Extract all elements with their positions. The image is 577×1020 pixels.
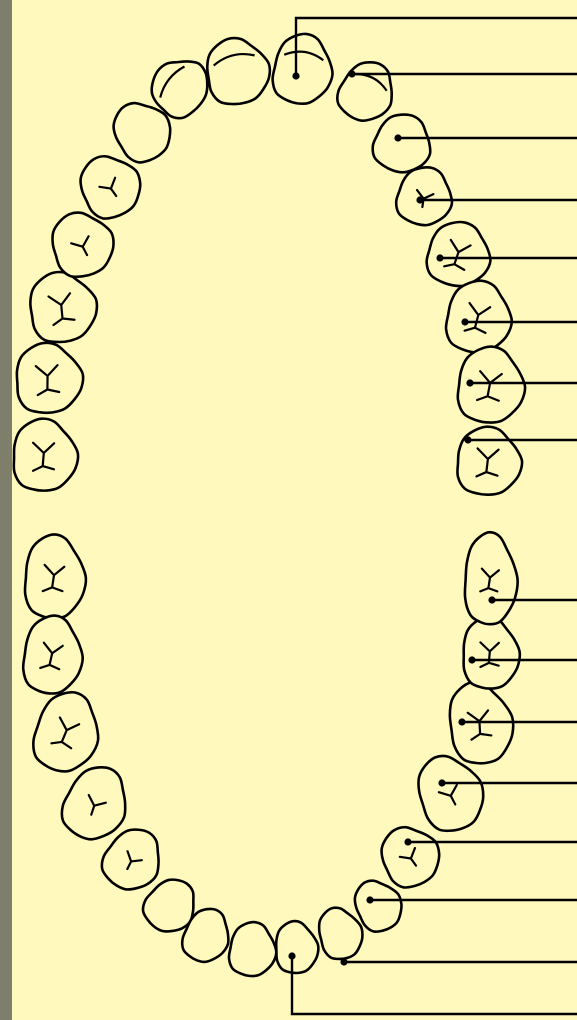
tooth-outline — [270, 30, 338, 108]
tooth-outline — [25, 534, 86, 618]
tooth-24 — [227, 920, 279, 979]
tooth-outline — [456, 426, 523, 496]
tooth-2 — [11, 338, 87, 417]
tooth-outline — [273, 919, 321, 975]
leader-dot-10 — [468, 656, 475, 663]
tooth-19 — [28, 685, 108, 778]
leader-dot-12 — [438, 779, 445, 786]
leader-line-1 — [296, 18, 577, 76]
leader-dot-1 — [292, 72, 299, 79]
leader-dot-8 — [464, 436, 471, 443]
tooth-outline — [460, 615, 522, 691]
tooth-1 — [11, 416, 81, 492]
tooth-14 — [444, 278, 516, 356]
tooth-outline — [227, 920, 279, 979]
tooth-8 — [200, 31, 277, 110]
tooth-outline — [11, 338, 87, 417]
tooth-17 — [25, 534, 86, 618]
leader-dot-3 — [394, 134, 401, 141]
tooth-outline — [22, 264, 104, 348]
leader-line-lower-central — [292, 956, 577, 1014]
tooth-32 — [465, 532, 518, 624]
tooth-3 — [22, 264, 104, 348]
tooth-outline — [11, 416, 81, 492]
leader-dot-11 — [458, 718, 465, 725]
tooth-outline — [200, 31, 277, 110]
tooth-18 — [21, 614, 85, 696]
tooth-13 — [423, 217, 496, 291]
tooth-outline — [28, 685, 108, 778]
tooth-outline — [423, 217, 496, 291]
leader-dot-2 — [348, 70, 355, 77]
leader-dot-9 — [488, 596, 495, 603]
tooth-outline — [465, 532, 518, 624]
leader-dot-4 — [416, 196, 423, 203]
leader-dot-7 — [466, 379, 473, 386]
leader-dot-13 — [404, 838, 411, 845]
tooth-9 — [270, 30, 338, 108]
tooth-25 — [273, 919, 321, 975]
tooth-16 — [456, 426, 523, 496]
leader-dot-6 — [461, 318, 468, 325]
tooth-outline — [444, 278, 516, 356]
leader-dot-lower-central — [288, 952, 295, 959]
leader-dot-5 — [436, 254, 443, 261]
leader-dot-15 — [340, 958, 347, 965]
leader-dot-14 — [366, 896, 373, 903]
tooth-outline — [21, 614, 85, 696]
tooth-31 — [460, 615, 522, 691]
